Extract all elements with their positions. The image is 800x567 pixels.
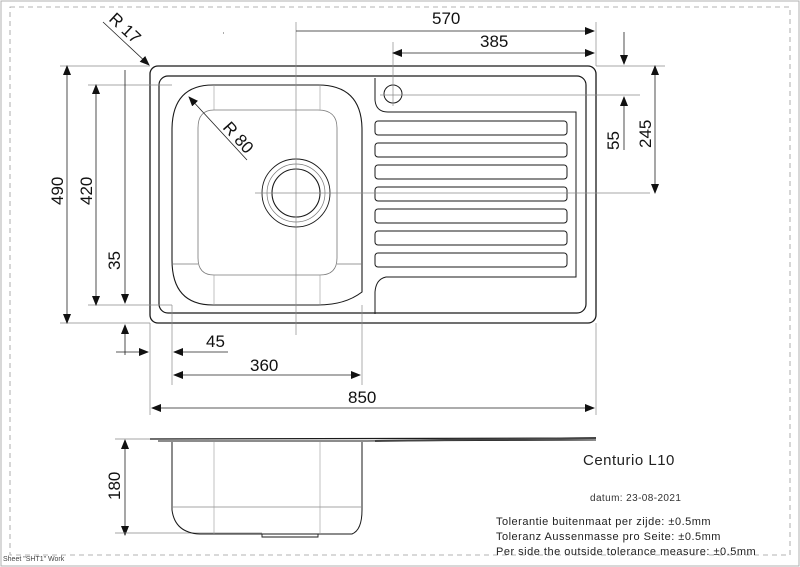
- sink-side-view: [115, 437, 597, 538]
- dim-490: 490: [48, 177, 67, 205]
- sheet-label: Sheet "SHT1" Work: [3, 556, 65, 563]
- tolerance-de: Toleranz Aussenmasse pro Seite: ±0.5mm: [496, 531, 721, 543]
- dimension-lines: [63, 21, 659, 536]
- dim-r80: R 80: [219, 118, 257, 157]
- construction-lines: [60, 22, 665, 415]
- dim-180: 180: [105, 472, 124, 500]
- date-label: datum: 23-08-2021: [590, 493, 682, 504]
- dim-360: 360: [250, 356, 278, 375]
- dim-420: 420: [77, 177, 96, 205]
- drainer-grooves: [374, 120, 568, 268]
- sink-top-view: [149, 65, 597, 324]
- dim-245: 245: [636, 120, 655, 148]
- dim-r17: R 17: [105, 9, 144, 47]
- dim-45: 45: [206, 332, 225, 351]
- dim-570: 570: [432, 9, 460, 28]
- tolerance-nl: Tolerantie buitenmaat per zijde: ±0.5mm: [496, 516, 712, 528]
- dim-385: 385: [480, 32, 508, 51]
- dim-850: 850: [348, 388, 376, 407]
- tolerance-en: Per side the outside tolerance measure: …: [496, 546, 757, 558]
- product-title: Centurio L10: [583, 452, 675, 469]
- dim-35: 35: [105, 251, 124, 270]
- dimension-labels: 570 385 850 360 45 490 420 35 55 245 180…: [48, 9, 655, 500]
- dim-55: 55: [604, 131, 623, 150]
